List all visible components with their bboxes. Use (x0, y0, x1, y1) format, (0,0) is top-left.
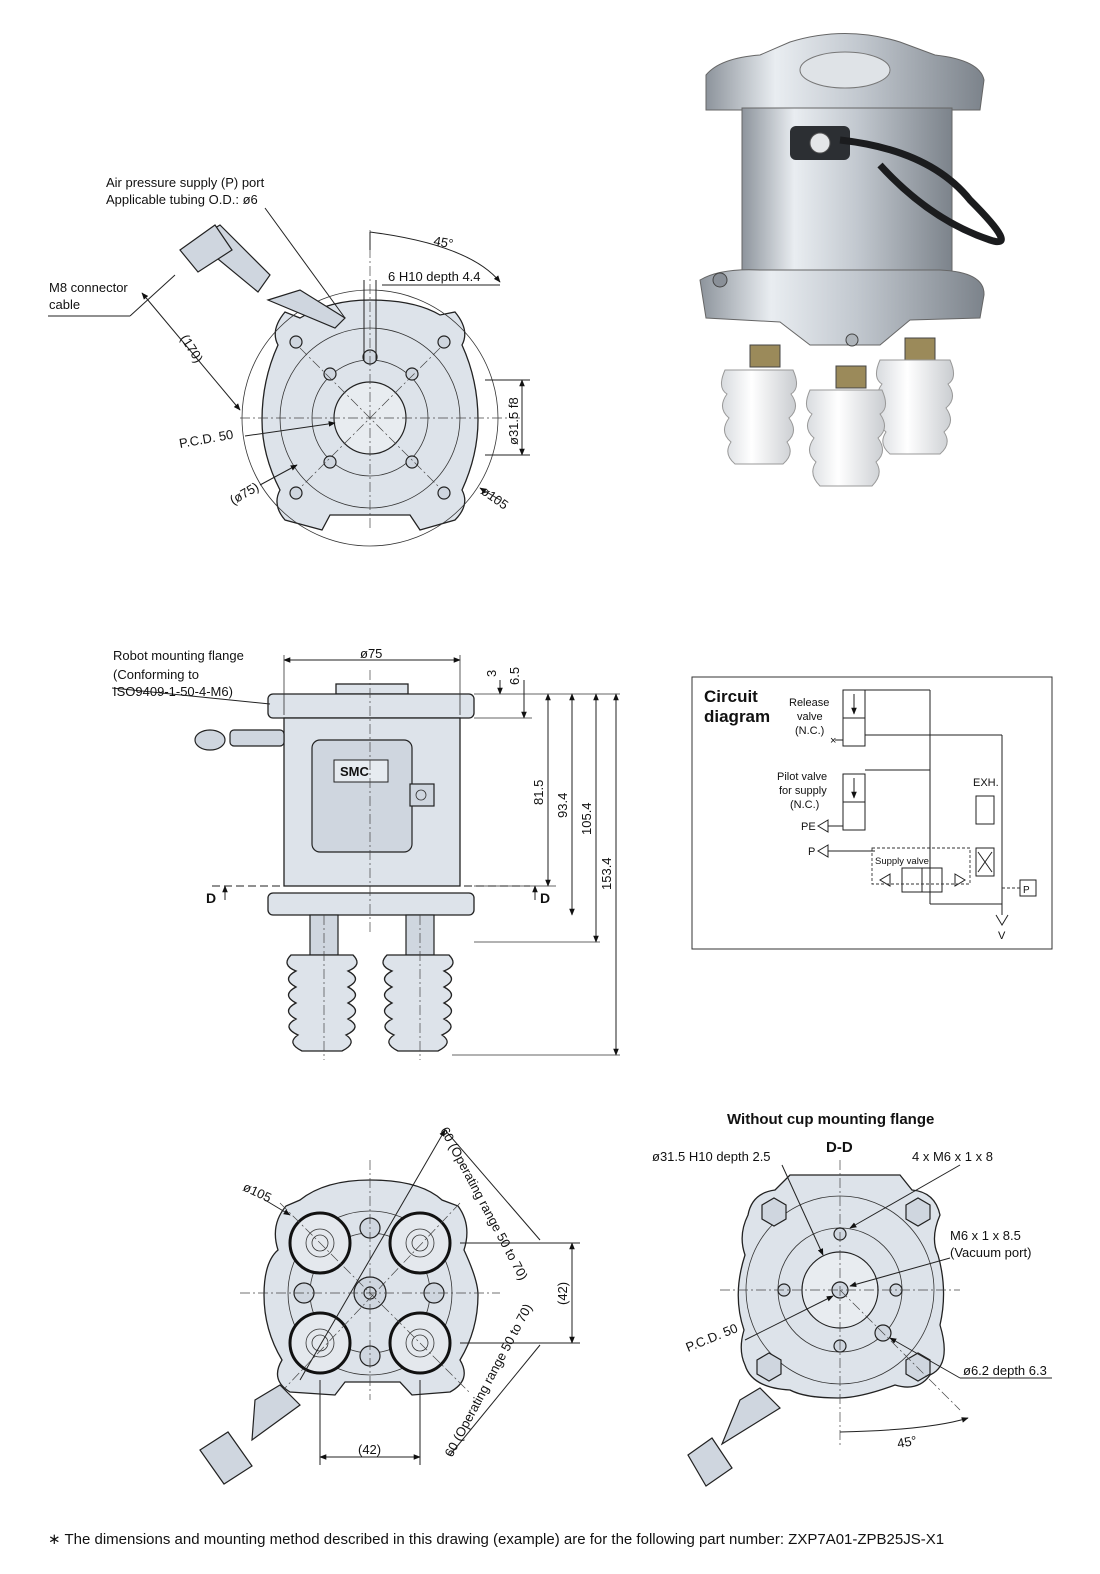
pilot-label-2: for supply (779, 785, 827, 797)
outer-dia-75-label: (ø75) (227, 479, 261, 508)
pin-hole-label: ø6.2 depth 6.3 (963, 1363, 1047, 1378)
p-label: P (808, 846, 815, 858)
vacuum-port-label-2: (Vacuum port) (950, 1245, 1031, 1260)
section-angle-label: 45° (896, 1433, 918, 1451)
pilot-label-1: Pilot valve (777, 771, 827, 783)
v-label: V (998, 930, 1006, 942)
svg-text:×: × (830, 735, 836, 747)
recess-label: ø31.5 H10 depth 2.5 (652, 1149, 771, 1164)
dim-3-label: 3 (484, 670, 499, 677)
release-label-3: (N.C.) (795, 725, 824, 737)
supply-valve-label: Supply valve (875, 856, 929, 867)
bottom-42-label: (42) (358, 1442, 381, 1457)
inner-dia-label: ø31.5 f8 (506, 397, 521, 445)
dim-93-4-label: 93.4 (555, 793, 570, 818)
bottom-view-drawing: 60 (Operating range 50 to 70) 60 (Operat… (199, 1124, 580, 1485)
product-photo (699, 33, 1005, 487)
top-angle-label: 45° (432, 233, 454, 251)
flange-label-1: Robot mounting flange (113, 648, 244, 663)
section-mark-right: D (540, 890, 550, 906)
side-view-drawing: SMC Robot mounting flange (Conf (111, 646, 620, 1060)
flange-label-3: ISO9409-1-50-4-M6) (113, 684, 233, 699)
pilot-label-3: (N.C.) (790, 799, 819, 811)
top-hole-label: 6 H10 depth 4.4 (388, 269, 481, 284)
dim-105-4-label: 105.4 (579, 802, 594, 835)
section-pcd-label: P.C.D. 50 (684, 1320, 740, 1354)
smc-logo: SMC (340, 764, 370, 779)
circuit-title-2: diagram (704, 707, 770, 726)
section-mark-left: D (206, 890, 216, 906)
circuit-diagram: Circuit diagram Release valve (N.C.) Pil… (691, 676, 1053, 950)
m8-connector-label-1: M8 connector (49, 280, 128, 295)
p-box-label: P (1023, 885, 1030, 896)
footnote: ∗ The dimensions and mounting method des… (48, 1531, 945, 1548)
tapped-hole-label: 4 x M6 x 1 x 8 (912, 1149, 993, 1164)
section-dd-label: D-D (826, 1139, 853, 1156)
dim-81-5-label: 81.5 (531, 780, 546, 805)
air-supply-label-1: Air pressure supply (P) port (106, 175, 265, 190)
m8-connector-label-2: cable (49, 297, 80, 312)
dim-6-5-label: 6.5 (507, 667, 522, 685)
release-label-1: Release (789, 697, 829, 709)
circuit-title-1: Circuit (704, 687, 758, 706)
pe-label: PE (801, 821, 816, 833)
cable-length-label: (170) (177, 332, 206, 366)
side-dia-75-label: ø75 (360, 646, 382, 661)
release-label-2: valve (797, 711, 823, 723)
flange-label-2: (Conforming to (113, 667, 199, 682)
vacuum-port-label-1: M6 x 1 x 8.5 (950, 1228, 1021, 1243)
section-title: Without cup mounting flange (727, 1111, 934, 1128)
section-view-drawing: Without cup mounting flange D-D ø31.5 H1… (652, 1111, 1052, 1487)
outer-dia-105-label: ø105 (478, 483, 511, 512)
bottom-42-right-label: (42) (555, 1282, 570, 1305)
exh-label: EXH. (973, 777, 999, 789)
bottom-dia-105-label: ø105 (241, 1179, 274, 1205)
air-supply-label-2: Applicable tubing O.D.: ø6 (106, 192, 258, 207)
top-pcd-label: P.C.D. 50 (178, 427, 234, 451)
top-view-drawing: Air pressure supply (P) port Applicable … (48, 175, 530, 547)
dim-153-4-label: 153.4 (599, 857, 614, 890)
